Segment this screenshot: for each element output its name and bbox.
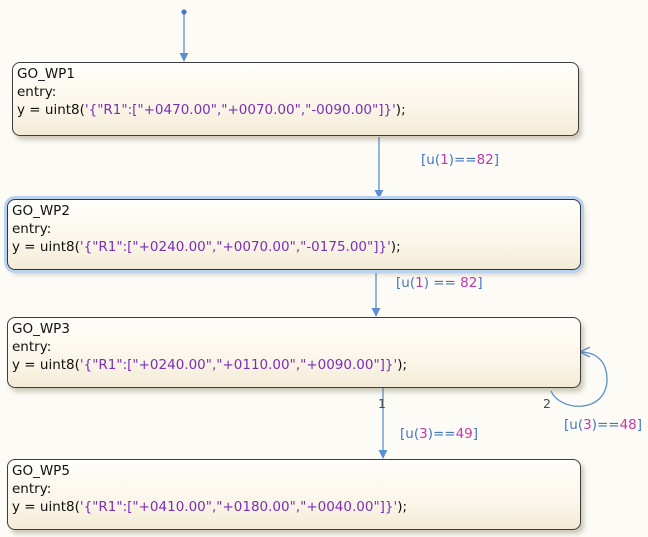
- condition-operator: )==: [427, 426, 456, 442]
- condition-operator: )==: [448, 152, 477, 168]
- condition-index: 1: [440, 152, 449, 168]
- condition-value: 48: [619, 417, 637, 433]
- state-go-wp2[interactable]: GO_WP2 entry: y = uint8('{"R1":["+0240.0…: [7, 199, 581, 270]
- action-string: '{"R1":["+0470.00","+0070.00","-0090.00"…: [84, 102, 396, 118]
- state-go-wp1[interactable]: GO_WP1 entry: y = uint8('{"R1":["+0470.0…: [12, 62, 579, 136]
- condition-index: 1: [415, 275, 424, 291]
- condition-wp3-self-loop[interactable]: [u(3)==48]: [564, 417, 642, 433]
- action-suffix: );: [390, 239, 401, 255]
- entry-label: entry:: [12, 481, 52, 497]
- condition-operator: )==: [591, 417, 620, 433]
- entry-action: y = uint8('{"R1":["+0240.00","+0070.00",…: [12, 238, 580, 256]
- condition-value: 82: [476, 152, 494, 168]
- transition-wp3-self-loop[interactable]: [550, 352, 608, 407]
- action-suffix: );: [397, 357, 408, 373]
- condition-wp2-to-wp3[interactable]: [u(1) == 82]: [396, 275, 483, 291]
- action-prefix: y = uint8(: [17, 102, 85, 118]
- entry-label: entry:: [17, 84, 57, 100]
- action-prefix: y = uint8(: [12, 239, 80, 255]
- entry-label: entry:: [12, 221, 52, 237]
- state-name: GO_WP3: [12, 321, 70, 337]
- condition-prefix: [u(: [396, 275, 416, 291]
- condition-operator: ) ==: [423, 275, 461, 291]
- condition-suffix: ]: [493, 152, 500, 168]
- condition-prefix: [u(: [421, 152, 441, 168]
- condition-value: 82: [460, 275, 478, 291]
- condition-wp1-to-wp2[interactable]: [u(1)==82]: [421, 152, 499, 168]
- default-transition-dot[interactable]: [181, 9, 187, 15]
- action-string: '{"R1":["+0240.00","+0110.00","+0090.00"…: [79, 357, 398, 373]
- entry-action: y = uint8('{"R1":["+0470.00","+0070.00",…: [17, 101, 578, 119]
- state-name: GO_WP1: [17, 66, 75, 82]
- condition-index: 3: [583, 417, 592, 433]
- entry-action: y = uint8('{"R1":["+0240.00","+0110.00",…: [12, 356, 580, 374]
- execution-order-wp3-to-wp5: 1: [378, 396, 386, 411]
- execution-order-wp3-self-loop: 2: [543, 396, 551, 411]
- action-suffix: );: [395, 102, 406, 118]
- action-suffix: );: [397, 499, 408, 515]
- action-string: '{"R1":["+0240.00","+0070.00","-0175.00"…: [79, 239, 391, 255]
- state-name: GO_WP5: [12, 463, 70, 479]
- action-prefix: y = uint8(: [12, 357, 80, 373]
- condition-wp3-to-wp5[interactable]: [u(3)==49]: [400, 426, 478, 442]
- condition-index: 3: [419, 426, 428, 442]
- condition-value: 49: [455, 426, 473, 442]
- condition-suffix: ]: [636, 417, 643, 433]
- entry-action: y = uint8('{"R1":["+0410.00","+0180.00",…: [12, 498, 580, 516]
- condition-suffix: ]: [477, 275, 483, 291]
- condition-prefix: [u(: [564, 417, 584, 433]
- action-string: '{"R1":["+0410.00","+0180.00","+0040.00"…: [79, 499, 398, 515]
- state-go-wp5[interactable]: GO_WP5 entry: y = uint8('{"R1":["+0410.0…: [7, 459, 581, 530]
- action-prefix: y = uint8(: [12, 499, 80, 515]
- condition-suffix: ]: [472, 426, 479, 442]
- state-name: GO_WP2: [12, 203, 70, 219]
- condition-prefix: [u(: [400, 426, 420, 442]
- entry-label: entry:: [12, 339, 52, 355]
- state-go-wp3[interactable]: GO_WP3 entry: y = uint8('{"R1":["+0240.0…: [7, 317, 581, 388]
